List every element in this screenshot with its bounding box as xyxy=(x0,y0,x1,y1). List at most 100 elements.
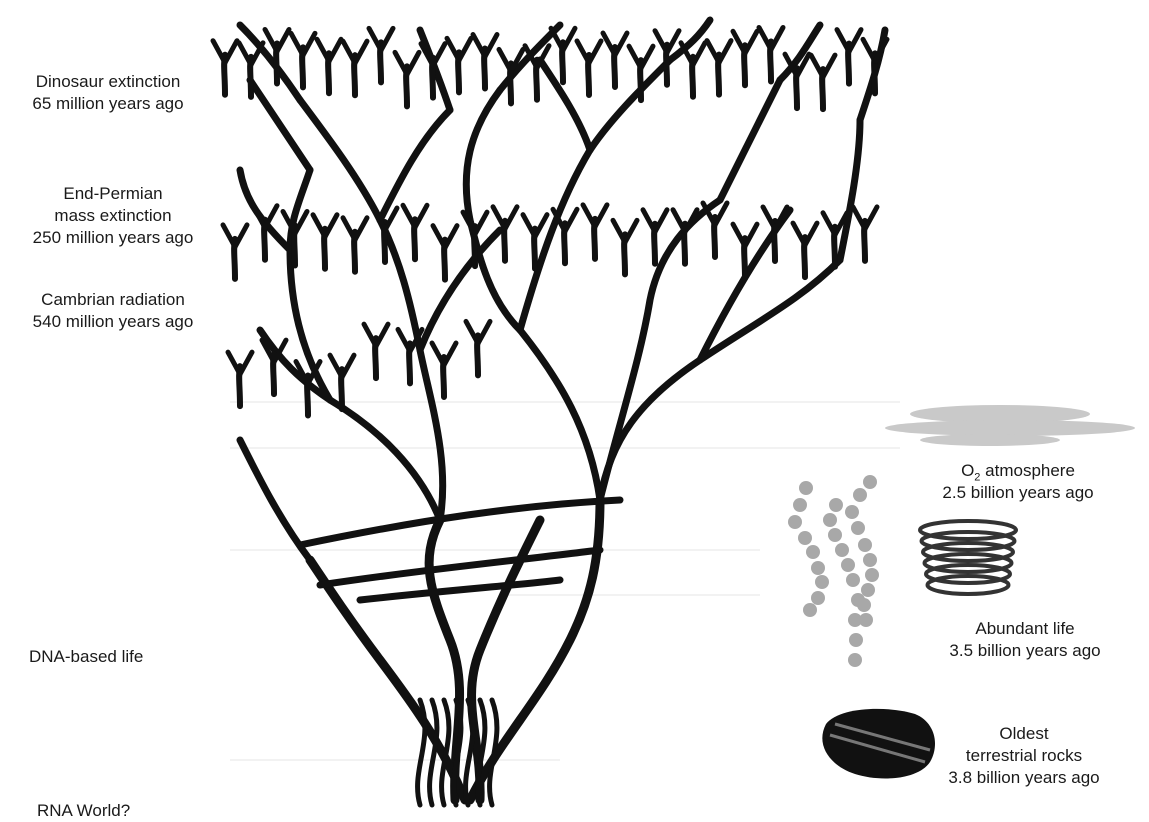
tree-twig xyxy=(703,203,727,257)
microbe-cell xyxy=(815,575,829,589)
tree-twig xyxy=(395,52,419,106)
label-dinosaur-extinction: Dinosaur extinction 65 million years ago xyxy=(10,71,206,115)
microbe-cell xyxy=(861,583,875,597)
stromatolite-coil-icon xyxy=(920,521,1016,594)
tree-twig xyxy=(432,343,456,397)
tree-branch xyxy=(520,150,590,330)
tree-twig xyxy=(793,223,817,277)
tree-root xyxy=(490,700,497,805)
tree-of-life-icon xyxy=(213,20,887,805)
microbe-cell xyxy=(835,543,849,557)
microbe-cell xyxy=(863,475,877,489)
label-abundant-line2: 3.5 billion years ago xyxy=(900,640,1149,662)
cloud-icon xyxy=(885,405,1135,446)
tree-twig xyxy=(707,41,731,95)
tree-twig xyxy=(759,28,783,82)
cloud-band xyxy=(920,434,1060,446)
tree-twig xyxy=(863,39,887,93)
tree-twig xyxy=(583,205,607,259)
label-dna-based-life: DNA-based life xyxy=(29,646,143,668)
label-rocks-line2: terrestrial rocks xyxy=(908,745,1140,767)
microbe-cell xyxy=(788,515,802,529)
cloud-band xyxy=(885,420,1135,436)
tree-twig xyxy=(403,205,427,259)
tree-twig xyxy=(853,207,877,261)
label-oldest-rocks: Oldest terrestrial rocks 3.8 billion yea… xyxy=(908,723,1140,789)
label-permian-line2: mass extinction xyxy=(10,205,216,227)
tree-root xyxy=(430,700,437,805)
tree-twig xyxy=(551,28,575,82)
label-rna-world: RNA World? xyxy=(37,800,130,822)
tree-branch xyxy=(300,500,620,545)
tree-twig xyxy=(553,209,577,263)
tree-twig xyxy=(433,226,457,280)
microbe-cell xyxy=(865,568,879,582)
microbe-cell xyxy=(806,545,820,559)
tree-branch xyxy=(250,80,310,170)
label-dinosaur-line2: 65 million years ago xyxy=(10,93,206,115)
tree-twig xyxy=(291,33,315,87)
tree-branch xyxy=(590,60,670,150)
microbe-cell xyxy=(846,573,860,587)
tree-twig xyxy=(364,324,388,378)
microbe-cell xyxy=(863,553,877,567)
microbe-cell xyxy=(841,558,855,572)
tree-branch xyxy=(300,100,380,220)
tree-twig xyxy=(343,41,367,95)
tree-branch xyxy=(360,580,560,600)
tree-branch xyxy=(420,230,500,350)
tree-twig xyxy=(837,30,861,84)
tree-branch xyxy=(380,110,450,220)
tree-branch xyxy=(470,500,600,800)
label-permian-line1: End-Permian xyxy=(10,183,216,205)
label-cambrian-line2: 540 million years ago xyxy=(10,311,216,333)
tree-twig xyxy=(733,31,757,85)
microbe-cell xyxy=(811,591,825,605)
tree-twig xyxy=(369,28,393,82)
label-permian-line3: 250 million years ago xyxy=(10,227,216,249)
tree-branch xyxy=(600,260,840,500)
microbe-cell xyxy=(799,481,813,495)
microbe-cell xyxy=(859,613,873,627)
microbe-cell xyxy=(848,653,862,667)
microbe-chain-icon xyxy=(788,475,879,667)
tree-twig xyxy=(213,41,237,95)
tree-twig xyxy=(629,46,653,100)
tree-twig xyxy=(763,207,787,261)
microbe-cell xyxy=(811,561,825,575)
tree-twig xyxy=(223,225,247,279)
label-cambrian-line1: Cambrian radiation xyxy=(10,289,216,311)
tree-twig xyxy=(681,43,705,97)
tree-twig xyxy=(473,35,497,89)
microbe-cell xyxy=(823,513,837,527)
tree-branch xyxy=(840,120,860,260)
label-rocks-line3: 3.8 billion years ago xyxy=(908,767,1140,789)
tree-twig xyxy=(603,33,627,87)
microbe-cell xyxy=(858,538,872,552)
tree-twig xyxy=(811,55,835,109)
label-abundant-line1: Abundant life xyxy=(900,618,1149,640)
tree-branch xyxy=(466,90,500,220)
tree-twig xyxy=(577,41,601,95)
label-end-permian: End-Permian mass extinction 250 million … xyxy=(10,183,216,249)
label-o2-atmosphere: O2 atmosphere 2.5 billion years ago xyxy=(898,460,1138,504)
tree-twig xyxy=(466,321,490,375)
label-abundant-life: Abundant life 3.5 billion years ago xyxy=(900,618,1149,662)
microbe-cell xyxy=(803,603,817,617)
tree-twig xyxy=(313,215,337,269)
microbe-cell xyxy=(798,531,812,545)
label-o2-line1: O2 atmosphere xyxy=(898,460,1138,482)
tree-branch xyxy=(720,80,780,200)
microbe-cell xyxy=(793,498,807,512)
microbe-cell xyxy=(851,521,865,535)
label-o2-line2: 2.5 billion years ago xyxy=(898,482,1138,504)
label-dinosaur-line1: Dinosaur extinction xyxy=(10,71,206,93)
tree-twig xyxy=(613,220,637,274)
microbe-cell xyxy=(829,498,843,512)
microbe-cell xyxy=(857,598,871,612)
tree-twig xyxy=(447,38,471,92)
tree-twig xyxy=(499,49,523,103)
microbe-cell xyxy=(845,505,859,519)
label-cambrian-radiation: Cambrian radiation 540 million years ago xyxy=(10,289,216,333)
